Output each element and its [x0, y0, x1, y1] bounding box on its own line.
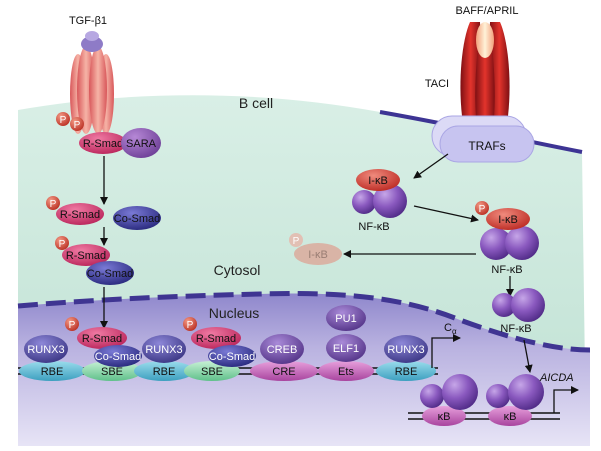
label-b-cell: B cell: [239, 95, 273, 111]
runx3-1: RUNX3: [24, 335, 68, 363]
svg-text:P: P: [293, 236, 300, 247]
svg-text:I-κB: I-κB: [498, 214, 518, 226]
svg-text:R-Smad: R-Smad: [60, 209, 100, 221]
svg-text:CREB: CREB: [267, 344, 298, 356]
p-site-faded: P: [289, 233, 303, 247]
tgf-receptor: [70, 31, 114, 134]
arrow-trafs-ikb: [413, 153, 449, 179]
p-site-5: P: [65, 317, 79, 331]
arrow-nfkb-binding: [523, 339, 533, 373]
nfkb-cytosol: [352, 184, 407, 218]
svg-text:ELF1: ELF1: [333, 343, 359, 355]
svg-text:Co-Smad: Co-Smad: [209, 351, 255, 363]
ikb-cytosol: I-κB: [356, 169, 400, 191]
svg-text:Co-Smad: Co-Smad: [95, 351, 141, 363]
svg-text:RUNX3: RUNX3: [145, 344, 182, 356]
svg-text:I-κB: I-κB: [308, 249, 328, 261]
svg-text:P: P: [59, 239, 66, 250]
trafs: [431, 115, 535, 163]
p-site-4: P: [55, 236, 69, 250]
pu1: PU1: [326, 305, 366, 331]
p-site-3: P: [46, 196, 60, 210]
co-smad-free: Co-Smad: [113, 206, 161, 230]
svg-text:R-Smad: R-Smad: [83, 138, 123, 150]
svg-text:P: P: [74, 120, 81, 131]
svg-text:R-Smad: R-Smad: [66, 250, 106, 262]
svg-text:CRE: CRE: [272, 366, 295, 378]
baff-receptor: [460, 22, 510, 118]
ikb-degraded: I-κB: [294, 243, 342, 265]
nfkb-dna-1: [420, 374, 478, 410]
svg-text:SARA: SARA: [126, 138, 157, 150]
svg-text:P: P: [50, 199, 57, 210]
svg-text:I-κB: I-κB: [368, 175, 388, 187]
svg-text:κB: κB: [504, 411, 517, 423]
svg-text:PU1: PU1: [335, 313, 356, 325]
r-smad-dna-1: R-Smad: [77, 327, 127, 349]
svg-text:RBE: RBE: [395, 366, 418, 378]
r-smad-receptor: R-Smad: [79, 132, 127, 154]
rbe-site-1: RBE: [19, 361, 85, 381]
p-site-1: P: [56, 112, 70, 126]
arrow-ikb-phosphorylation: [413, 205, 479, 223]
r-smad-free: R-Smad: [56, 203, 104, 225]
svg-text:Co-Smad: Co-Smad: [114, 213, 160, 225]
svg-text:SBE: SBE: [101, 366, 123, 378]
kb-site-1: κB: [422, 406, 466, 426]
runx3-2: RUNX3: [142, 335, 186, 363]
co-smad-complex: Co-Smad: [86, 261, 134, 285]
svg-text:R-Smad: R-Smad: [196, 333, 236, 345]
nfkb-nuclear: [492, 288, 545, 322]
svg-text:RUNX3: RUNX3: [27, 344, 64, 356]
p-site-ikb: P: [475, 201, 489, 215]
nfkb-dna-2: [486, 374, 544, 410]
c-alpha-tss-arrow: [431, 334, 461, 368]
label-nfkb-cytosol: NF-κB: [358, 221, 389, 233]
ikb-phospho: I-κB: [486, 208, 530, 230]
svg-text:P: P: [60, 115, 67, 126]
r-smad-complex: R-Smad: [62, 244, 110, 266]
sara: SARA: [121, 128, 161, 158]
runx3-3: RUNX3: [384, 335, 428, 363]
r-smad-dna-2: R-Smad: [191, 327, 241, 349]
svg-text:Co-Smad: Co-Smad: [87, 268, 133, 280]
cre-site: CRE: [250, 361, 318, 381]
p-site-6: P: [183, 317, 197, 331]
kb-site-2: κB: [488, 406, 532, 426]
svg-text:RUNX3: RUNX3: [387, 344, 424, 356]
label-tgf-beta1: TGF-β1: [69, 15, 107, 27]
creb: CREB: [260, 334, 304, 364]
label-nucleus: Nucleus: [209, 305, 260, 321]
label-baff-april: BAFF/APRIL: [456, 5, 519, 17]
elf1: ELF1: [326, 334, 366, 362]
label-trafs: TRAFs: [468, 139, 505, 153]
svg-text:Ets: Ets: [338, 366, 354, 378]
label-nfkb-nuclear: NF-κB: [500, 323, 531, 335]
aicda-tss-arrow: [553, 386, 579, 413]
label-cytosol: Cytosol: [214, 262, 261, 278]
svg-text:R-Smad: R-Smad: [82, 333, 122, 345]
svg-text:SBE: SBE: [201, 366, 223, 378]
svg-text:RBE: RBE: [41, 366, 64, 378]
ets-site: Ets: [318, 361, 374, 381]
svg-text:P: P: [69, 320, 76, 331]
label-nfkb-phospho: NF-κB: [491, 264, 522, 276]
label-c-alpha-sub: α: [452, 327, 457, 336]
nfkb-phospho: [480, 226, 539, 260]
p-site-2: P: [70, 117, 84, 131]
rbe-site-3: RBE: [376, 361, 436, 381]
co-smad-dna-1: Co-Smad: [94, 345, 142, 367]
rbe-site-2: RBE: [134, 361, 194, 381]
svg-text:P: P: [479, 204, 486, 215]
label-taci: TACI: [425, 78, 449, 90]
co-smad-dna-2: Co-Smad: [208, 345, 256, 367]
label-aicda: AICDA: [539, 372, 574, 384]
svg-text:κB: κB: [438, 411, 451, 423]
svg-text:P: P: [187, 320, 194, 331]
svg-text:RBE: RBE: [153, 366, 176, 378]
